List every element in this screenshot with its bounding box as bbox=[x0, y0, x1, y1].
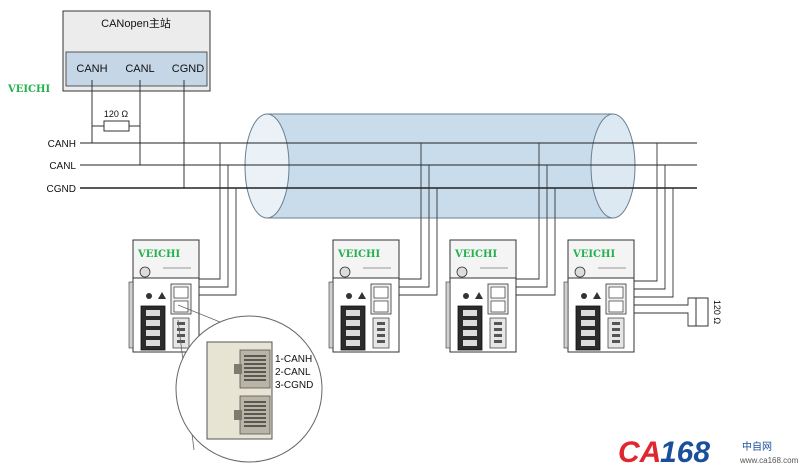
drive-brand-label: VEICHI bbox=[572, 249, 615, 260]
drive-brand-label: VEICHI bbox=[454, 249, 497, 260]
servo-drive: VEICHI bbox=[128, 239, 200, 353]
connector-pin-3: 3-CGND bbox=[275, 380, 313, 391]
connector-pin-2: 2-CANL bbox=[275, 367, 311, 378]
bus-label-canl: CANL bbox=[49, 161, 76, 172]
ca168-logo: CA 168 中自网 www.ca168.com bbox=[618, 436, 799, 469]
terminal-resistor-end: 120 Ω bbox=[695, 297, 722, 327]
servo-drive: VEICHI bbox=[445, 239, 517, 353]
drive-brand-label: VEICHI bbox=[137, 249, 180, 260]
master-pin-cgnd: CGND bbox=[172, 63, 204, 75]
brand-label: VEICHI bbox=[7, 84, 50, 95]
servo-drive: VEICHI bbox=[328, 239, 400, 353]
logo-url: www.ca168.com bbox=[739, 456, 799, 465]
connector-zoom-callout: 1-CANH 2-CANL 3-CGND bbox=[175, 304, 323, 463]
bus-label-cgnd: CGND bbox=[47, 184, 76, 195]
logo-ca: CA bbox=[618, 436, 661, 469]
master-pin-canh: CANH bbox=[76, 63, 107, 75]
master-title: CANopen主站 bbox=[101, 16, 171, 30]
bus-label-canh: CANH bbox=[48, 139, 76, 150]
servo-drives: VEICHI VEICHI VEICHI VEICHI bbox=[128, 239, 635, 353]
master-drop-wires bbox=[91, 80, 185, 188]
resistor-label-end: 120 Ω bbox=[712, 300, 722, 325]
drive-brand-label: VEICHI bbox=[337, 249, 380, 260]
shielded-cable bbox=[244, 113, 636, 219]
terminal-resistor-master bbox=[103, 120, 130, 132]
servo-drive: VEICHI bbox=[563, 239, 635, 353]
logo-tagline: 中自网 bbox=[742, 440, 772, 453]
master-pin-canl: CANL bbox=[125, 63, 154, 75]
bus-lines bbox=[80, 142, 697, 189]
master-station: CANopen主站 CANH CANL CGND bbox=[62, 10, 211, 92]
logo-number: 168 bbox=[660, 436, 710, 469]
drive-drop-wires bbox=[190, 143, 696, 327]
resistor-label-master: 120 Ω bbox=[104, 109, 129, 119]
connector-pin-1: 1-CANH bbox=[275, 354, 312, 365]
